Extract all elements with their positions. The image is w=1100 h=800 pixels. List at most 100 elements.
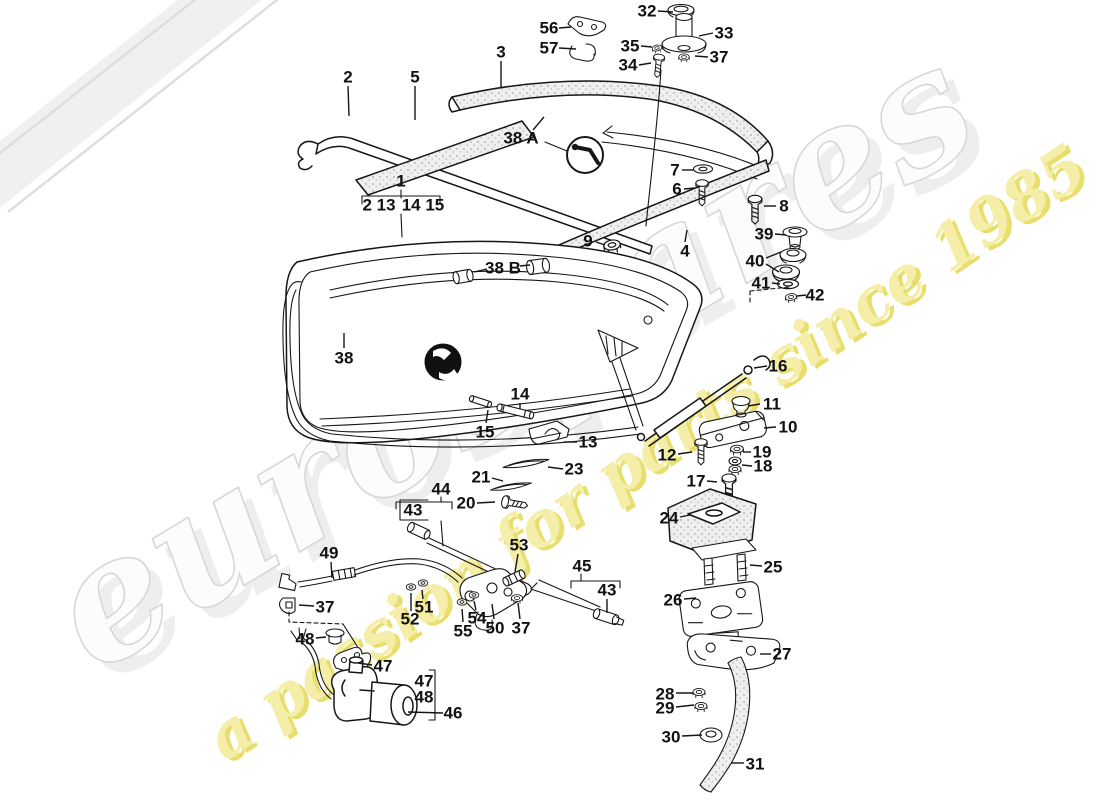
rod-45 bbox=[530, 579, 625, 626]
lid-hinge-cup bbox=[597, 315, 653, 431]
hook-57 bbox=[569, 43, 596, 62]
part-leader-30 bbox=[681, 734, 703, 737]
shim-21 bbox=[490, 482, 532, 491]
part-label-56: 56 bbox=[540, 19, 559, 38]
part-label-40: 40 bbox=[746, 252, 765, 271]
group-46-bracket bbox=[428, 669, 436, 721]
washer-7 bbox=[692, 164, 714, 174]
trunk-lid-outline bbox=[285, 240, 703, 444]
part-leader-46 bbox=[407, 711, 444, 714]
part-label-6: 6 bbox=[672, 180, 681, 199]
part-label-37c: 37 bbox=[512, 619, 531, 638]
post-33 bbox=[661, 12, 707, 54]
part-label-18: 18 bbox=[754, 457, 773, 476]
clip-37-left bbox=[278, 597, 296, 615]
washer-54 bbox=[468, 591, 480, 599]
spoiler-seal-5 bbox=[355, 120, 535, 196]
bump-stops-38b bbox=[452, 257, 551, 285]
nut-28 bbox=[692, 687, 706, 699]
group-44-bracket bbox=[395, 496, 453, 547]
part-label-31: 31 bbox=[746, 755, 765, 774]
nut-18b bbox=[728, 464, 742, 476]
part-label-9: 9 bbox=[583, 232, 592, 251]
part-label-39: 39 bbox=[755, 225, 774, 244]
part-leader-25 bbox=[749, 564, 763, 567]
part-leader-47a bbox=[357, 662, 373, 666]
part-label-26: 26 bbox=[664, 591, 683, 610]
part-leader-24 bbox=[679, 514, 691, 518]
part-label-52: 52 bbox=[401, 610, 420, 629]
part-label-37b: 37 bbox=[316, 598, 335, 617]
cable-49 bbox=[278, 558, 463, 592]
part-leader-55 bbox=[461, 608, 464, 623]
part-label-38B: 38 B bbox=[485, 259, 521, 278]
part-label-5: 5 bbox=[410, 68, 419, 87]
part-leader-40 bbox=[765, 251, 782, 259]
part-leader-40 bbox=[765, 263, 780, 273]
part-leader-39 bbox=[774, 233, 787, 236]
part-leader-11 bbox=[747, 403, 761, 407]
part-leader-16 bbox=[753, 365, 768, 369]
part-leader-38B bbox=[473, 268, 488, 273]
grommet-11 bbox=[731, 395, 751, 418]
screw-34 bbox=[650, 53, 666, 79]
part-label-38: 38 bbox=[335, 349, 354, 368]
hinge-bracket-10 bbox=[698, 410, 767, 449]
spoiler-strip-2 bbox=[297, 136, 653, 255]
washer-55 bbox=[456, 598, 468, 606]
part-label-43b: 43 bbox=[598, 581, 617, 600]
part-leader-15 bbox=[485, 409, 489, 424]
part-label-14: 14 bbox=[511, 385, 530, 404]
pin-14 bbox=[496, 403, 535, 420]
routing-dashes bbox=[288, 611, 344, 625]
part-label-42: 42 bbox=[806, 286, 825, 305]
part-leader-12 bbox=[677, 451, 693, 455]
nut-29 bbox=[694, 701, 708, 713]
part-leader-33 bbox=[698, 32, 714, 37]
part-leader-21 bbox=[491, 477, 504, 482]
pin-15 bbox=[468, 395, 493, 408]
part-label-28: 28 bbox=[656, 685, 675, 704]
part-label-48b: 48 bbox=[415, 688, 434, 707]
part-label-12: 12 bbox=[658, 446, 677, 465]
motor-wire bbox=[290, 627, 335, 700]
part-leader-49 bbox=[330, 561, 333, 579]
part-label-10: 10 bbox=[779, 418, 798, 437]
part-label-53: 53 bbox=[510, 536, 529, 555]
group-1-bracket bbox=[361, 189, 441, 238]
part-label-1a: 2 13 bbox=[362, 196, 395, 215]
part-leader-35 bbox=[640, 45, 653, 48]
part-leader-2 bbox=[347, 85, 350, 117]
part-leader-37b bbox=[298, 604, 315, 607]
part-leader-26 bbox=[683, 597, 697, 600]
gas-strut-16 bbox=[636, 355, 771, 447]
part-leader-10 bbox=[763, 426, 777, 429]
part-label-27: 27 bbox=[773, 645, 792, 664]
part-label-32: 32 bbox=[638, 2, 657, 21]
grommet-48 bbox=[325, 628, 345, 645]
part-label-1b: 14 15 bbox=[402, 196, 445, 215]
part-label-47b: 47 bbox=[415, 672, 434, 691]
part-label-41: 41 bbox=[752, 274, 771, 293]
part-label-1: 1 bbox=[396, 172, 405, 191]
part-label-30: 30 bbox=[662, 728, 681, 747]
part-label-33: 33 bbox=[715, 24, 734, 43]
part-leader-41 bbox=[771, 282, 781, 285]
part-leader-53 bbox=[514, 553, 519, 573]
part-label-47a: 47 bbox=[374, 657, 393, 676]
lid-seal-38 bbox=[282, 281, 641, 448]
part-label-23: 23 bbox=[565, 460, 584, 479]
spring-53 bbox=[502, 569, 526, 587]
spoiler-mount-line bbox=[645, 69, 662, 227]
part-leader-4 bbox=[684, 229, 688, 243]
part-label-8: 8 bbox=[779, 197, 788, 216]
part-leader-37c bbox=[517, 602, 521, 620]
part-label-50: 50 bbox=[486, 619, 505, 638]
part-label-55: 55 bbox=[454, 622, 473, 641]
part-leader-38A bbox=[532, 116, 545, 131]
part-label-34: 34 bbox=[619, 56, 638, 75]
part-label-24: 24 bbox=[660, 509, 679, 528]
shim-23 bbox=[502, 458, 550, 469]
